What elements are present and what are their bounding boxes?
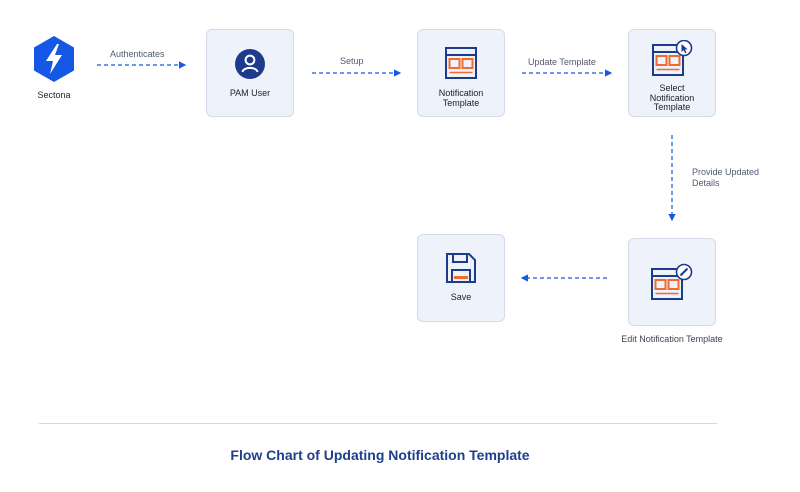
node-edit-template bbox=[628, 238, 716, 326]
divider bbox=[39, 423, 717, 424]
node-label-edit-template: Edit Notification Template bbox=[621, 334, 723, 344]
user-icon bbox=[235, 49, 265, 79]
template-cursor-icon bbox=[652, 40, 693, 76]
node-pam-user: PAM User bbox=[206, 29, 294, 117]
edge-label-provide-details: Provide Updated Details bbox=[692, 167, 760, 188]
edge-label-authenticates: Authenticates bbox=[110, 49, 165, 59]
floppy-disk-icon bbox=[446, 253, 476, 283]
brand-logo: Sectona bbox=[30, 34, 78, 100]
node-label: Save bbox=[450, 292, 472, 302]
node-save: Save bbox=[417, 234, 505, 322]
node-label: Notification Template bbox=[438, 88, 484, 108]
template-edit-icon bbox=[651, 263, 693, 300]
brand-name: Sectona bbox=[37, 90, 71, 100]
edge-label-setup: Setup bbox=[340, 56, 364, 66]
template-window-icon bbox=[445, 47, 477, 79]
node-notification-template: Notification Template bbox=[417, 29, 505, 117]
node-label: PAM User bbox=[229, 88, 271, 98]
node-select-template: Select Notification Template bbox=[628, 29, 716, 117]
node-label: Select Notification Template bbox=[649, 83, 695, 112]
edge-label-update-template: Update Template bbox=[528, 57, 596, 67]
lightning-hexagon-icon bbox=[34, 36, 74, 82]
figure-caption: Flow Chart of Updating Notification Temp… bbox=[230, 447, 530, 463]
